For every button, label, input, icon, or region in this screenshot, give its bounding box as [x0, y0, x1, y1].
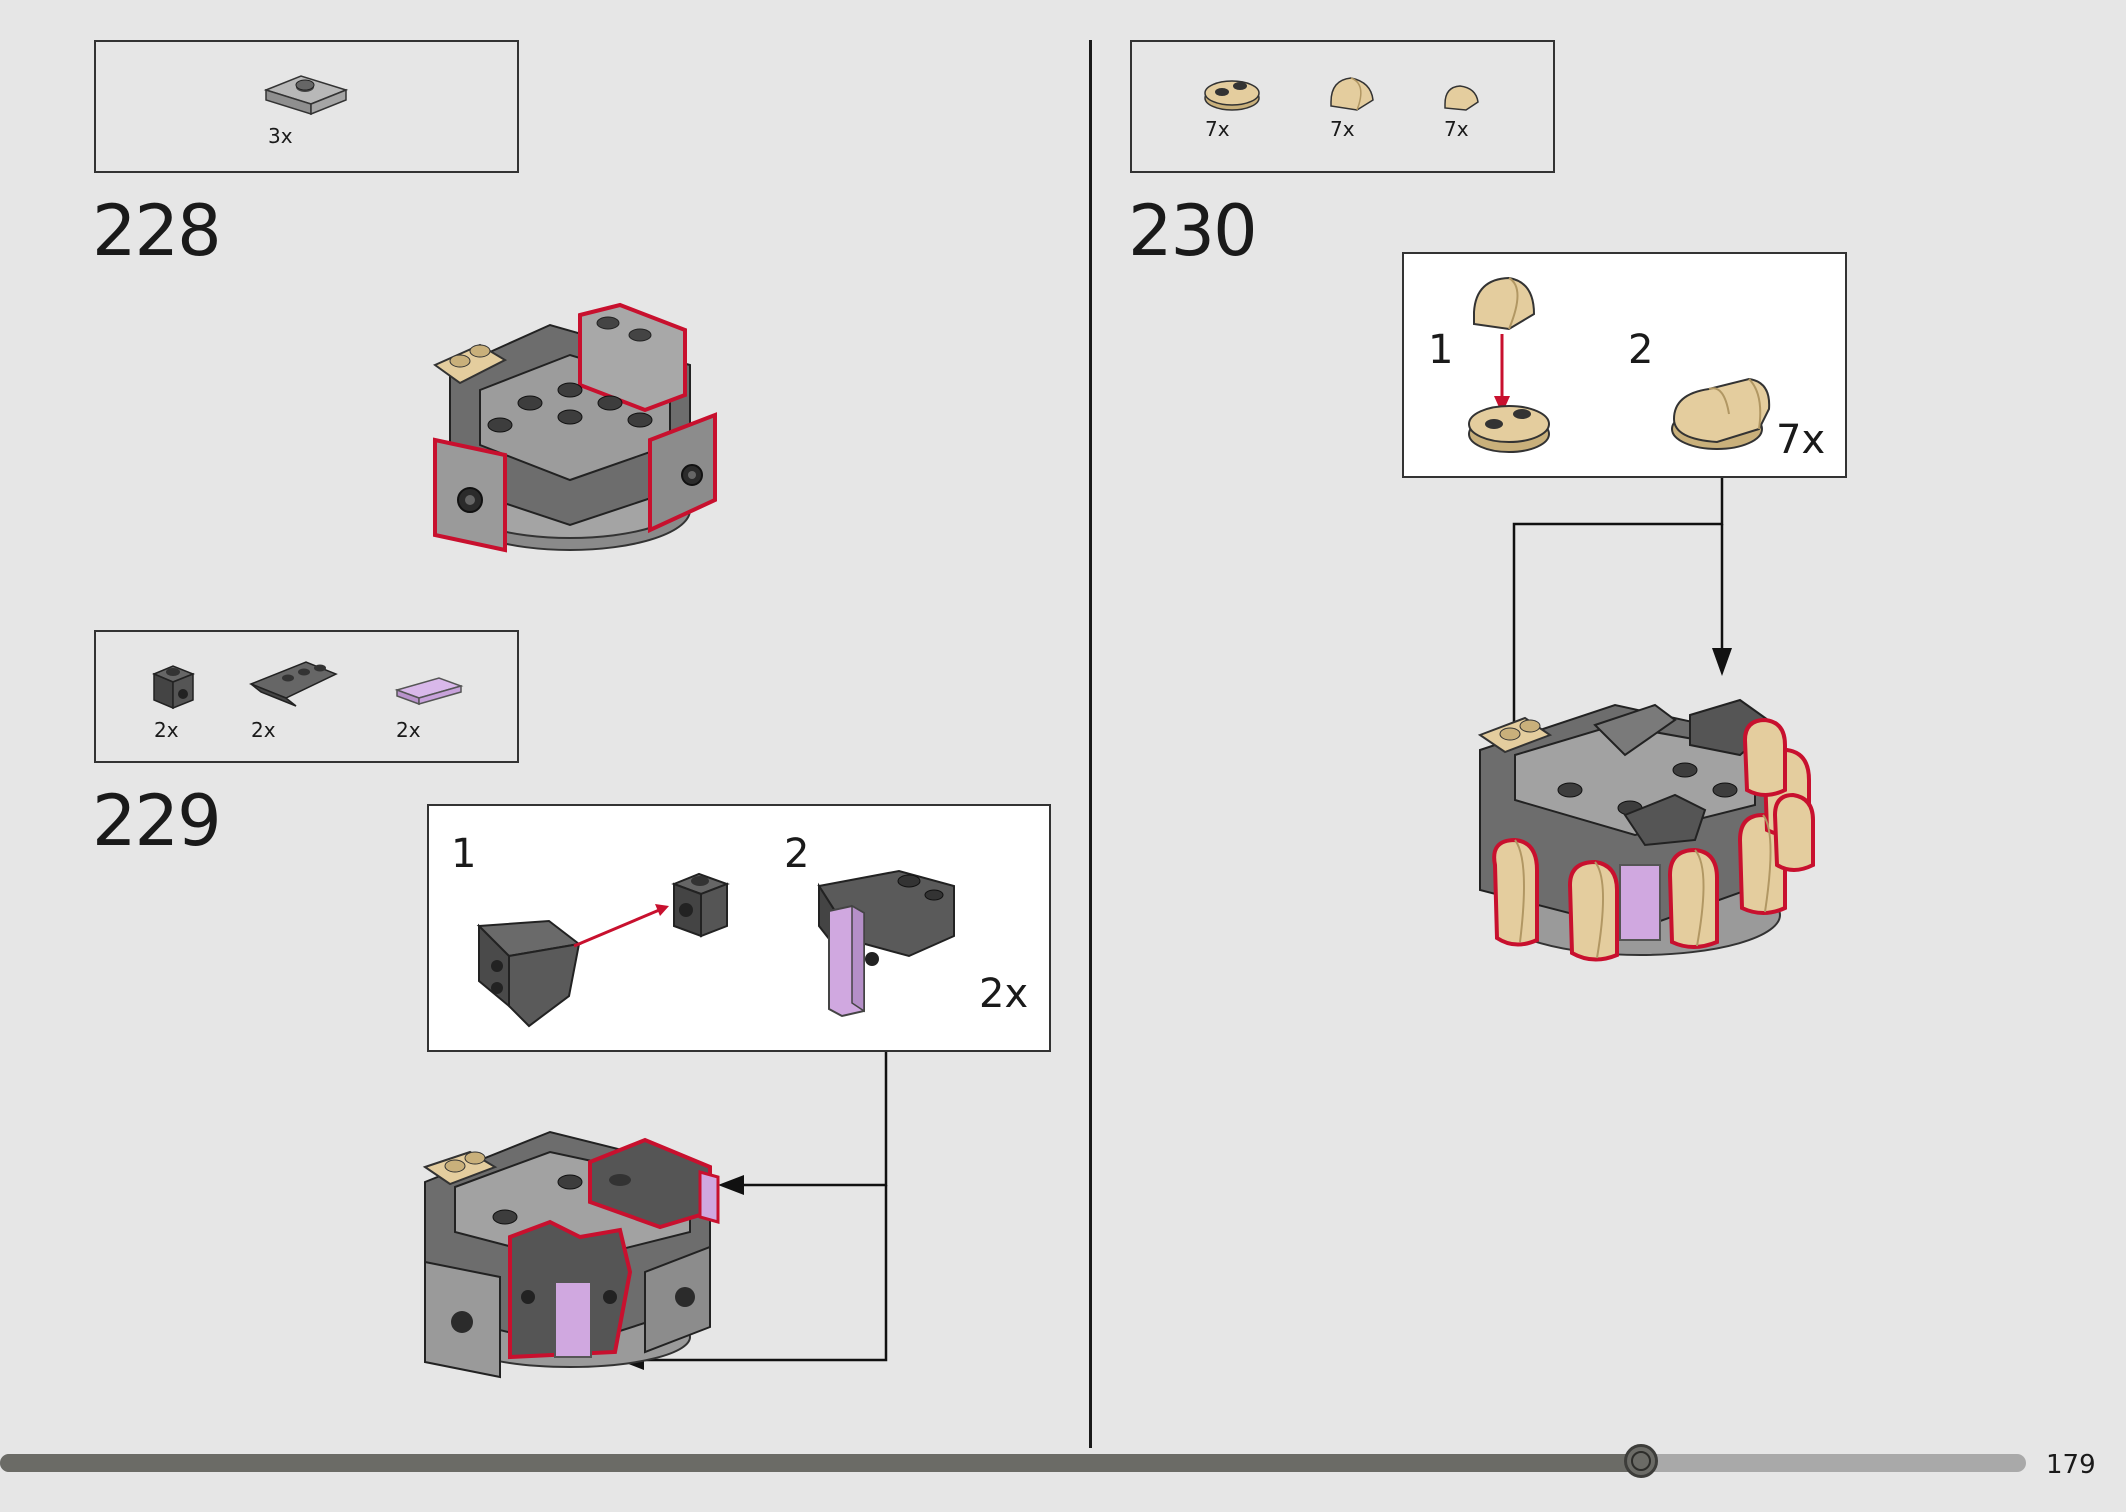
substep-number: 1 — [1428, 327, 1454, 373]
callout-229-sub1-illustration — [476, 872, 730, 1028]
dark-gray-brick-1x1-stud-icon — [152, 665, 196, 710]
subassembly-callout-229: 1 2 2x — [427, 804, 1051, 1052]
tan-plate-2-stud-icon — [1204, 80, 1260, 111]
step-number: 228 — [92, 190, 222, 272]
multiplier-label: 2x — [979, 971, 1029, 1017]
step-number: 229 — [92, 780, 222, 862]
part-qty: 7x — [1205, 117, 1230, 141]
lavender-tile-icon — [394, 677, 464, 706]
parts-box-229: 2x 2x 2x — [94, 630, 519, 763]
page-divider — [1089, 40, 1092, 1448]
callout-229-sub2-illustration — [817, 869, 955, 1018]
step-229-model-illustration — [422, 1130, 720, 1379]
progress-fill — [0, 1454, 1641, 1472]
step-230-model-illustration — [1477, 698, 1815, 962]
multiplier-label: 7x — [1776, 417, 1826, 463]
substep-number: 1 — [451, 831, 477, 877]
light-gray-jumper-plate-icon — [263, 75, 349, 116]
dark-gray-inverted-slope-icon — [248, 661, 338, 707]
page-number: 179 — [2046, 1450, 2096, 1480]
progress-bar[interactable] — [0, 1444, 2026, 1478]
part-qty: 2x — [154, 718, 179, 742]
tan-small-curved-slope-icon — [1444, 85, 1479, 111]
callout-230-sub1-illustration — [1468, 276, 1550, 453]
substep-number: 2 — [784, 831, 810, 877]
part-qty: 7x — [1330, 117, 1355, 141]
step-number: 230 — [1128, 190, 1258, 272]
step-228-model-illustration — [433, 302, 717, 553]
progress-knob[interactable] — [1624, 1444, 1658, 1478]
part-qty: 2x — [251, 718, 276, 742]
part-qty: 2x — [396, 718, 421, 742]
subassembly-callout-230: 1 2 7x — [1402, 252, 1847, 478]
parts-box-230: 7x 7x 7x — [1130, 40, 1555, 173]
parts-box-228: 3x — [94, 40, 519, 173]
tan-curved-slope-icon — [1330, 77, 1374, 111]
substep-number: 2 — [1628, 327, 1654, 373]
part-qty: 3x — [268, 124, 293, 148]
callout-230-sub2-illustration — [1671, 377, 1771, 450]
part-qty: 7x — [1444, 117, 1469, 141]
